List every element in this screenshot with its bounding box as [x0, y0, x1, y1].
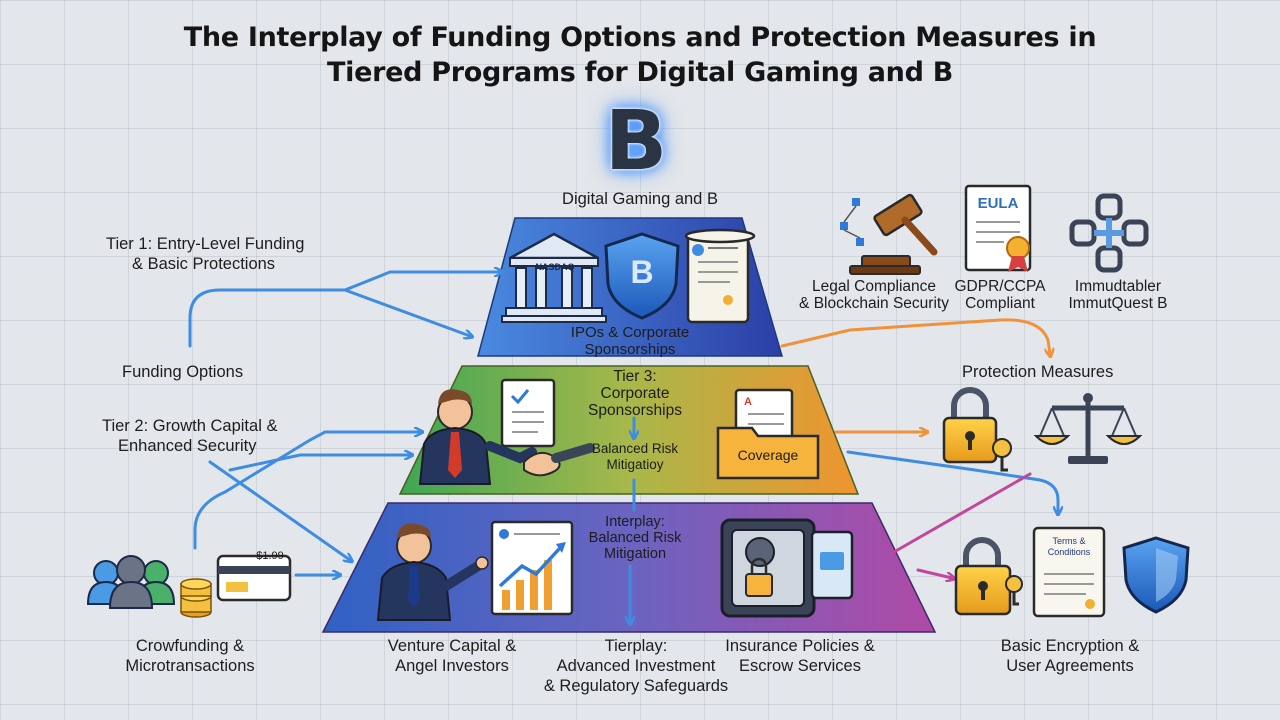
middle-tier-sub-line-2: Mitigatioy — [606, 457, 664, 472]
arrow-top-to-protection — [780, 318, 1050, 354]
protection-measures-label: Protection Measures — [962, 363, 1114, 381]
tier1-label-line-1: Tier 1: Entry-Level Funding — [106, 235, 305, 253]
encryption-label-line-1: Basic Encryption & — [1000, 637, 1140, 655]
shield-letter: B — [630, 254, 654, 290]
middle-tier-title: Tier 3: Corporate Sponsorships — [560, 368, 710, 419]
arrow-bottom-to-protection — [892, 472, 1032, 554]
chain-link-icon — [1069, 193, 1149, 273]
tier2-label: Tier 2: Growth Capital & Enhanced Securi… — [102, 416, 322, 456]
coin-stack-icon — [180, 578, 212, 618]
coverage-folder-icon — [716, 388, 820, 480]
arrow-bottom-to-lock — [916, 568, 952, 578]
price-tag: $1.99 — [256, 550, 284, 562]
title-line-1: The Interplay of Funding Options and Pro… — [183, 22, 1097, 53]
eula-label: EULA — [977, 195, 1019, 212]
insurance-label-line-1: Insurance Policies & — [725, 637, 875, 655]
encryption-label-line-2: User Agreements — [1006, 657, 1134, 675]
insurance-label-line-2: Escrow Services — [739, 657, 861, 675]
shield-icon — [1122, 536, 1190, 614]
venture-capital-label-line-2: Angel Investors — [395, 657, 509, 675]
tier1-label: Tier 1: Entry-Level Funding & Basic Prot… — [106, 234, 346, 274]
connector-arrows — [188, 272, 1058, 622]
middle-tier-title-line-2: Corporate — [600, 385, 670, 402]
legal-compliance-label-line-2: & Blockchain Security — [799, 295, 949, 312]
gavel-icon — [840, 193, 938, 275]
padlock-key-icon — [942, 387, 1012, 472]
immutable-label: Immudtabler ImmutQuest B — [1056, 278, 1180, 312]
balance-scale-icon — [1033, 393, 1143, 464]
credit-card-icon — [216, 554, 292, 602]
insurance-label: Insurance Policies & Escrow Services — [700, 636, 900, 676]
title-line-2: Tiered Programs for Digital Gaming and B — [327, 57, 953, 88]
crowd-users-icon — [86, 555, 176, 609]
diagram-title: The Interplay of Funding Options and Pro… — [0, 20, 1280, 90]
b-logo: B — [604, 94, 668, 189]
venture-capital-label: Venture Capital & Angel Investors — [362, 636, 542, 676]
shield-b-icon — [604, 232, 680, 320]
bottom-tier-caption-line-3: Mitigation — [603, 546, 667, 562]
coverage-label: Coverage — [737, 447, 799, 463]
padlock-key-icon-2 — [954, 537, 1023, 616]
terms-label: Terms & Conditions — [1036, 536, 1102, 558]
middle-tier-sub-line-1: Balanced Risk — [591, 441, 679, 456]
arrow-tier2-to-bottom — [208, 460, 350, 560]
tierplay-label-line-2: Advanced Investment — [556, 657, 716, 675]
scroll-document-icon — [684, 228, 756, 324]
arrow-funding-to-top — [188, 272, 500, 348]
doc-mark: A — [744, 396, 752, 408]
bottom-tier-caption-line-1: Interplay: — [605, 514, 665, 530]
bottom-tier-caption-line-2: Balanced Risk — [588, 530, 682, 546]
arrow-funding-to-top-2 — [343, 288, 470, 336]
tierplay-label: Tierplay: Advanced Investment & Regulato… — [520, 636, 752, 696]
crowdfunding-label-line-2: Microtransactions — [125, 657, 255, 675]
businessman-handshake-icon — [418, 389, 595, 485]
encryption-label: Basic Encryption & User Agreements — [970, 636, 1170, 676]
immutable-label-line-2: ImmutQuest B — [1068, 295, 1168, 312]
middle-tier-sub: Balanced Risk Mitigatioy — [570, 441, 700, 473]
bottom-tier-caption: Interplay: Balanced Risk Mitigation — [570, 514, 700, 562]
venture-capital-label-line-1: Venture Capital & — [387, 637, 517, 655]
tier1-label-line-2: & Basic Protections — [132, 255, 276, 273]
gdpr-label: GDPR/CCPA Compliant — [944, 278, 1056, 312]
legal-compliance-label: Legal Compliance & Blockchain Security — [786, 278, 962, 312]
tierplay-label-line-3: & Regulatory Safeguards — [543, 677, 729, 695]
eula-document-icon — [964, 184, 1032, 272]
terms-line-1: Terms & — [1052, 536, 1086, 546]
top-tier-caption: IPOs & Corporate Sponsorships — [560, 324, 700, 358]
funding-options-label: Funding Options — [122, 363, 244, 381]
legal-compliance-label-line-1: Legal Compliance — [811, 278, 937, 295]
investor-pointing-icon — [376, 523, 489, 621]
middle-tier-title-line-3: Sponsorships — [588, 402, 682, 419]
growth-chart-icon — [490, 520, 574, 616]
crowdfunding-label-line-1: Crowfunding & — [135, 637, 245, 655]
gdpr-label-line-1: GDPR/CCPA — [954, 278, 1046, 295]
tier2-label-line-2: Enhanced Security — [118, 437, 257, 455]
terms-scroll-icon — [1032, 526, 1106, 618]
middle-tier-title-line-1: Tier 3: — [613, 368, 657, 385]
top-label: Digital Gaming and B — [562, 190, 718, 208]
arrow-tier2-to-mid-2 — [228, 455, 410, 472]
arrow-mid-to-right — [846, 450, 1058, 512]
top-tier-caption-line-2: Sponsorships — [584, 341, 676, 358]
crowdfunding-label: Crowfunding & Microtransactions — [90, 636, 290, 676]
document-check-icon — [500, 378, 556, 448]
bank-icon — [501, 232, 607, 323]
tier2-label-line-1: Tier 2: Growth Capital & — [102, 417, 278, 435]
tierplay-label-line-1: Tierplay: — [604, 637, 668, 655]
gdpr-label-line-2: Compliant — [965, 295, 1035, 312]
top-tier-caption-line-1: IPOs & Corporate — [570, 324, 690, 341]
bank-sign: NASDAQ — [535, 262, 575, 272]
terms-line-2: Conditions — [1047, 547, 1091, 557]
safe-vault-icon — [720, 518, 854, 618]
arrow-tier2-to-mid — [193, 432, 420, 550]
immutable-label-line-1: Immudtabler — [1074, 278, 1162, 295]
